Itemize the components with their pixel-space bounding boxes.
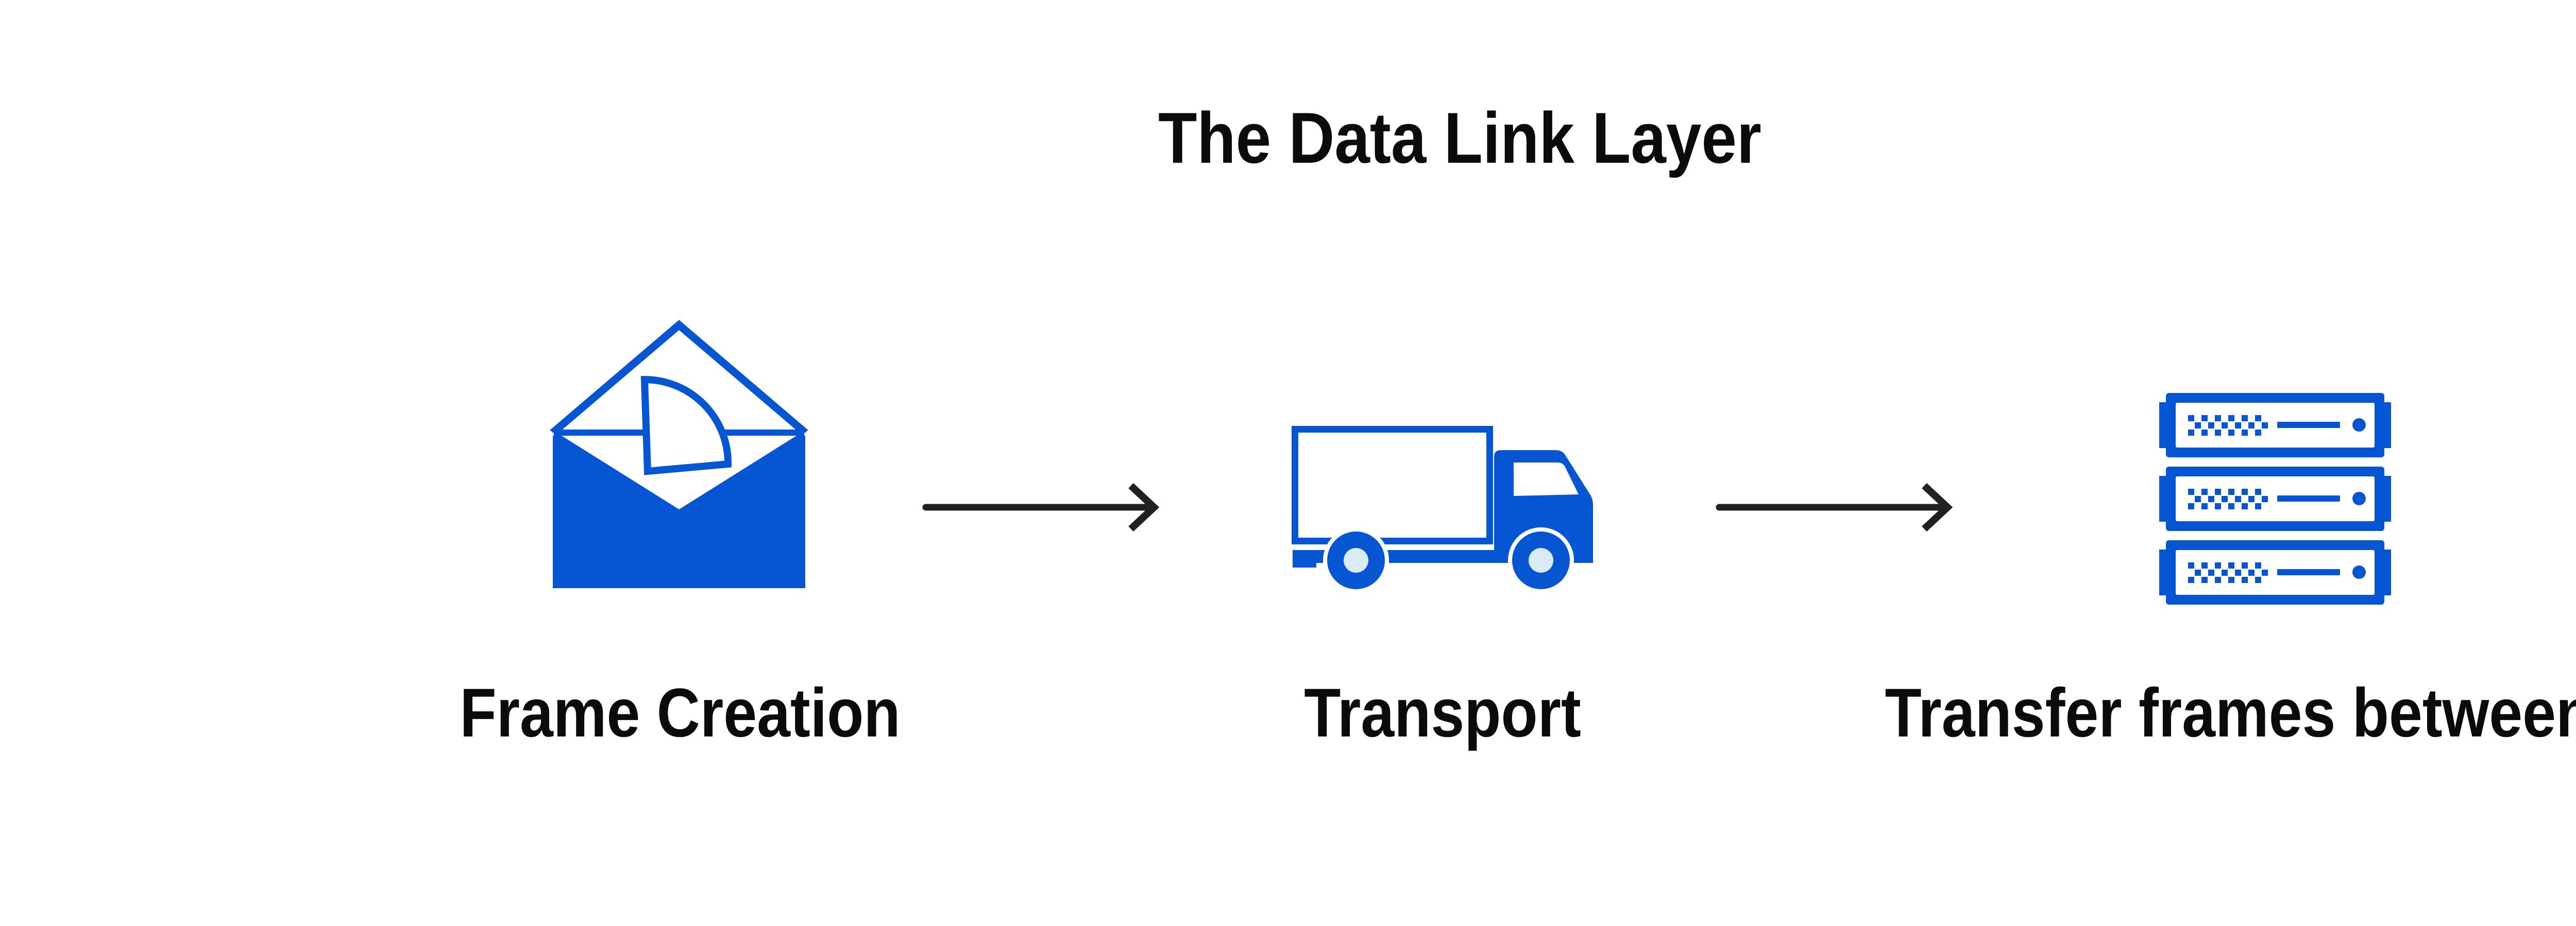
step-label-transport: Transport: [1304, 675, 1581, 751]
truck-rear-wheel: [1508, 527, 1574, 593]
server-unit: [2159, 393, 2391, 457]
envelope-inner-fold: [562, 436, 796, 509]
truck-icon: [1292, 426, 1593, 593]
letter-paper: [640, 375, 732, 475]
server-unit: [2159, 467, 2391, 531]
truck-bumper: [1293, 550, 1316, 568]
server-unit: [2159, 540, 2391, 605]
arrow-head: [1128, 483, 1160, 532]
truck-cargo-box: [1292, 426, 1493, 544]
truck-front-wheel: [1323, 527, 1389, 593]
arrow-right-icon: [921, 479, 1160, 536]
server-stack-icon: [2159, 393, 2391, 605]
diagram-title: The Data Link Layer: [1158, 97, 1761, 178]
truck-window: [1514, 462, 1579, 496]
envelope-body: [553, 436, 805, 588]
step-label-frame-creation: Frame Creation: [460, 675, 901, 751]
arrow-head: [1922, 483, 1953, 532]
arrow-right-icon: [1715, 479, 1953, 536]
envelope-icon: [550, 320, 808, 588]
step-label-transfer-frames: Transfer frames between net: [1885, 675, 2576, 751]
